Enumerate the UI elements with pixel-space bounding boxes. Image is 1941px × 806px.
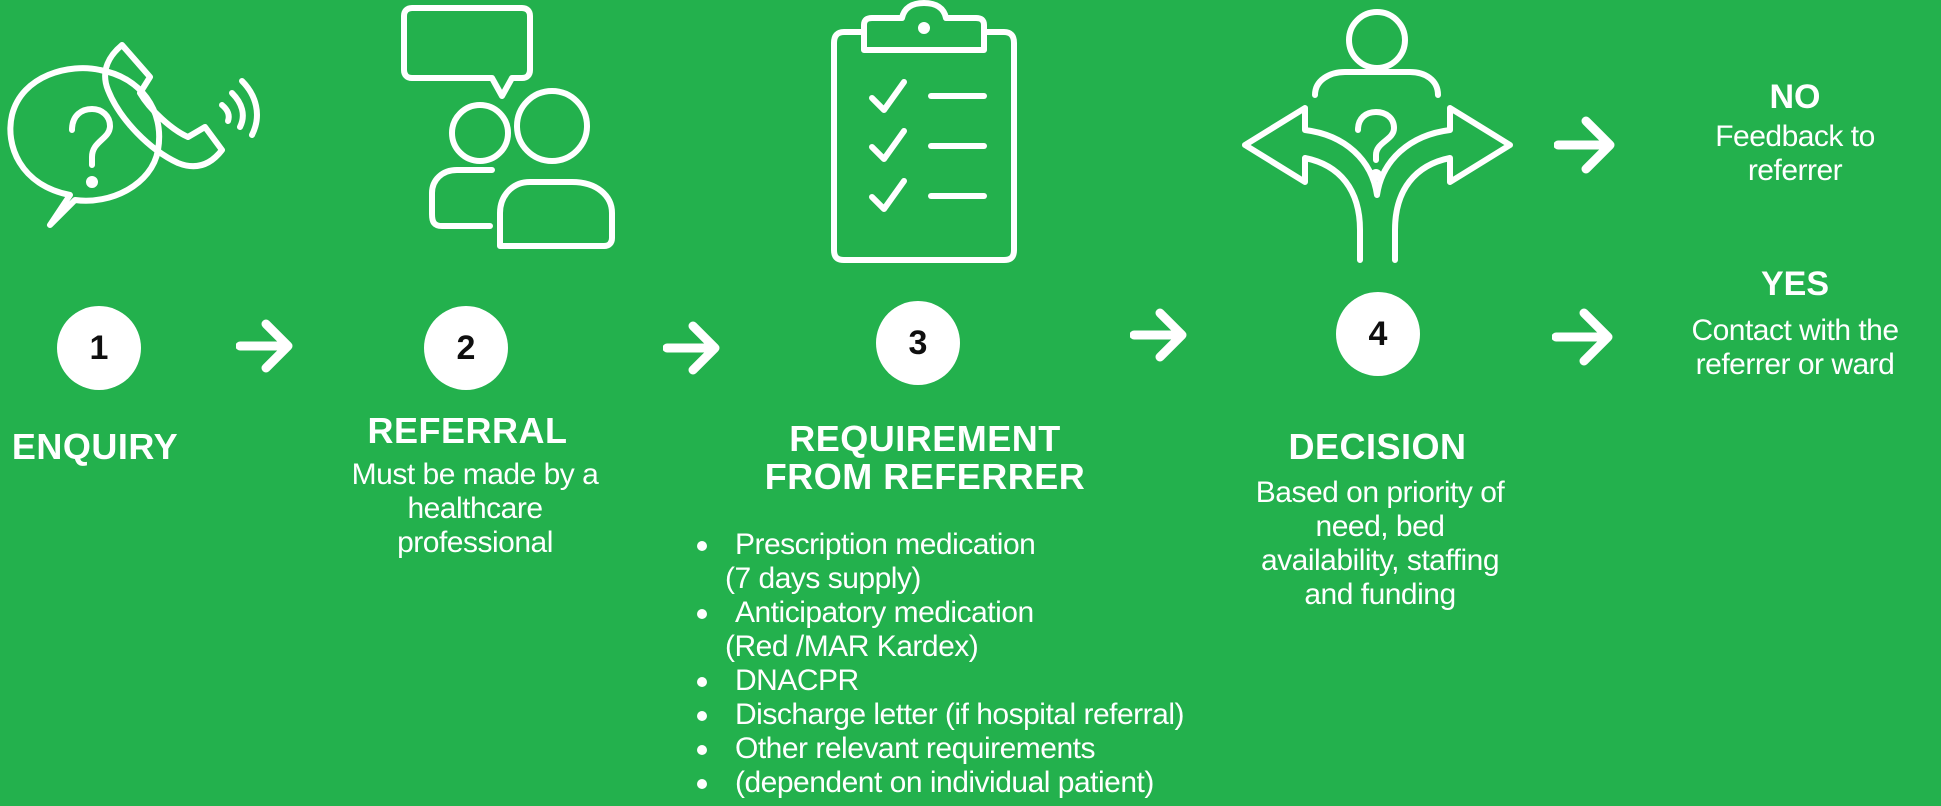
bullet-icon	[697, 711, 707, 721]
clipboard-checklist-icon	[831, 0, 1017, 263]
person-question-fork-icon	[1242, 9, 1513, 263]
requirement-text: Discharge letter (if hospital referral)	[735, 698, 1185, 731]
bullet-icon	[697, 745, 707, 755]
outcome-no-label: NO	[1769, 78, 1821, 116]
step-4-title: DECISION	[1288, 426, 1467, 467]
arrow-right-no-icon	[1554, 116, 1615, 174]
step-3-number: 3	[876, 301, 960, 385]
step-3-title: REQUIREMENT FROM REFERRER	[740, 420, 1110, 496]
list-item: Prescription medication (7 days supply)	[695, 528, 1184, 596]
step-2-number: 2	[424, 306, 508, 390]
description-line: Feedback to	[1715, 120, 1875, 153]
arrow-right-icon	[236, 319, 293, 373]
step-4-number: 4	[1336, 292, 1420, 376]
step-4-description: Based on priority of need, bed availabil…	[1200, 476, 1560, 612]
description-line: availability, staffing	[1260, 544, 1500, 577]
list-item: Discharge letter (if hospital referral)	[695, 698, 1185, 732]
step-2-description: Must be made by a healthcare professiona…	[351, 458, 599, 559]
requirement-text: Anticipatory medication	[735, 596, 1034, 629]
phone-speech-question-icon	[7, 42, 260, 228]
description-line: and funding	[1304, 578, 1456, 611]
requirement-text: Prescription medication	[735, 528, 1036, 561]
arrow-right-icon	[1130, 308, 1187, 362]
outcome-no-description: Feedback to referrer	[1680, 120, 1910, 188]
bullet-icon	[697, 609, 707, 619]
step-3-title-line-2: FROM REFERRER	[764, 456, 1086, 497]
arrow-right-icon	[663, 321, 720, 375]
requirement-text: Other relevant requirements	[735, 732, 1096, 765]
step-1-number: 1	[57, 306, 141, 390]
outcome-yes-label: YES	[1760, 265, 1830, 303]
bullet-icon	[697, 541, 707, 551]
description-line: Contact with the	[1691, 314, 1899, 347]
outcome-yes-description: Contact with the referrer or ward	[1660, 314, 1930, 382]
arrow-right-yes-icon	[1552, 308, 1613, 366]
list-item: Anticipatory medication (Red /MAR Kardex…	[695, 596, 1184, 664]
bullet-icon	[697, 779, 707, 789]
description-line: referrer or ward	[1695, 348, 1895, 381]
requirement-text: (dependent on individual patient)	[735, 766, 1154, 799]
step-3-title-line-1: REQUIREMENT	[789, 418, 1061, 459]
list-item: DNACPR	[695, 664, 1184, 698]
requirement-subtext: (Red /MAR Kardex)	[725, 630, 979, 663]
description-line: referrer	[1747, 154, 1843, 187]
requirement-subtext: (7 days supply)	[725, 562, 921, 595]
list-item: Other relevant requirements	[695, 732, 1184, 766]
bullet-icon	[697, 677, 707, 687]
requirements-list: Prescription medication (7 days supply) …	[695, 528, 1185, 800]
list-item: (dependent on individual patient)	[695, 766, 1184, 800]
description-line: need, bed	[1315, 510, 1445, 543]
description-line: Based on priority of	[1255, 476, 1505, 509]
requirement-text: DNACPR	[735, 664, 859, 697]
two-people-speech-icon	[401, 5, 615, 249]
step-1-title: ENQUIRY	[11, 426, 179, 467]
step-2-title: REFERRAL	[367, 410, 568, 451]
